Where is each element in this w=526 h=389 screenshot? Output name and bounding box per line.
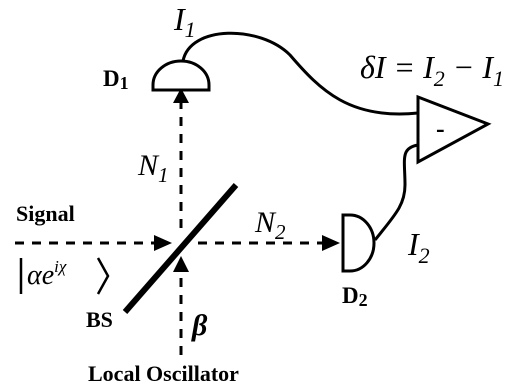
wire-d2-amplifier xyxy=(373,143,419,241)
label-local-oscillator: Local Oscillator xyxy=(88,361,239,386)
label-signal: Signal xyxy=(16,201,75,226)
label-n2: N2 xyxy=(254,206,286,244)
label-d1: D1 xyxy=(103,66,129,93)
svg-text:αeiχ: αeiχ xyxy=(27,257,67,291)
label-bs: BS xyxy=(86,307,113,332)
label-signal-state: αeiχ xyxy=(19,257,110,295)
n2-arrowhead xyxy=(322,235,340,251)
lo-arrowhead xyxy=(173,256,189,272)
label-i2: I2 xyxy=(407,226,430,268)
label-beta: β xyxy=(191,309,208,342)
label-i1: I1 xyxy=(173,1,196,42)
label-amplifier-sign: - xyxy=(436,114,445,143)
label-delta-i: δI = I2 − I1 xyxy=(360,49,504,91)
label-n1: N1 xyxy=(137,149,169,187)
beam-splitter xyxy=(122,183,239,314)
label-d2: D2 xyxy=(342,283,368,310)
wire-d1-amplifier xyxy=(181,31,419,116)
differential-amplifier xyxy=(416,94,492,165)
beam-paths xyxy=(15,100,330,355)
beam-arrowheads xyxy=(154,88,340,272)
detector-d2 xyxy=(341,213,376,273)
signal-wires xyxy=(181,31,419,241)
signal-arrowhead xyxy=(154,235,172,251)
detector-d1 xyxy=(151,59,211,92)
n1-arrowhead xyxy=(173,88,189,103)
